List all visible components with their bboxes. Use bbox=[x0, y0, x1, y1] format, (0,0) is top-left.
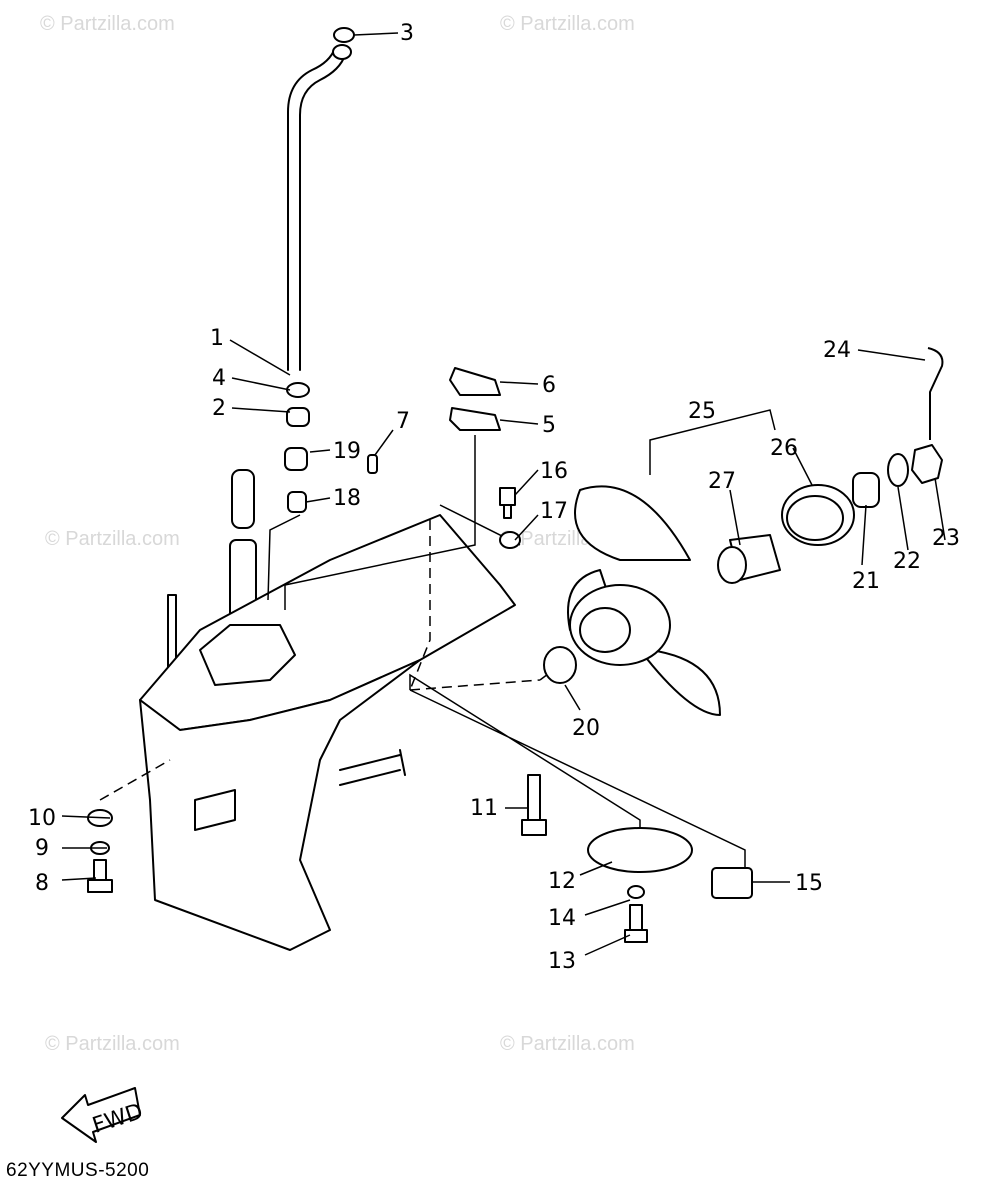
callout-18[interactable]: 18 bbox=[333, 486, 361, 511]
spacer-26-inner bbox=[786, 495, 844, 541]
anode-5 bbox=[449, 407, 501, 431]
diagram-code: 62YYMUS-5200 bbox=[6, 1160, 150, 1181]
watermark: © Partzilla.com bbox=[45, 1033, 180, 1055]
dash-lines bbox=[99, 520, 561, 801]
callout-25[interactable]: 25 bbox=[688, 399, 716, 424]
trim-tab-12 bbox=[587, 827, 693, 873]
watermark: © Partzilla.com bbox=[500, 13, 635, 35]
callout-labels: 1 2 3 4 5 6 7 8 9 10 11 12 13 14 15 16 1… bbox=[28, 21, 960, 974]
callout-13[interactable]: 13 bbox=[548, 949, 576, 974]
grommet-3 bbox=[333, 27, 355, 43]
water-tube bbox=[287, 47, 346, 371]
cotter-pin-24 bbox=[927, 347, 944, 440]
callout-24[interactable]: 24 bbox=[823, 338, 851, 363]
dowel-pin-7 bbox=[367, 454, 378, 474]
washer-17 bbox=[499, 531, 521, 549]
propeller-blade-top bbox=[574, 485, 691, 561]
spacer-21 bbox=[852, 472, 880, 508]
watermark: © Partzilla.com bbox=[500, 1033, 635, 1055]
propeller-hub-bore bbox=[579, 607, 631, 653]
callout-9[interactable]: 9 bbox=[35, 836, 49, 861]
callout-15[interactable]: 15 bbox=[795, 871, 823, 896]
propeller-bracket bbox=[649, 409, 776, 475]
anode-6 bbox=[449, 367, 501, 396]
callout-16[interactable]: 16 bbox=[540, 459, 568, 484]
callout-4[interactable]: 4 bbox=[212, 366, 226, 391]
washer-14 bbox=[627, 885, 645, 899]
grommet-19 bbox=[284, 447, 308, 471]
callout-17[interactable]: 17 bbox=[540, 499, 568, 524]
thrust-washer-20 bbox=[543, 646, 577, 684]
callout-11[interactable]: 11 bbox=[470, 796, 498, 821]
bolt-16 bbox=[499, 487, 516, 519]
callout-2[interactable]: 2 bbox=[212, 396, 226, 421]
tube-top-cap bbox=[332, 44, 352, 60]
lower-casing bbox=[139, 514, 516, 731]
callout-22[interactable]: 22 bbox=[893, 549, 921, 574]
callout-8[interactable]: 8 bbox=[35, 871, 49, 896]
callout-5[interactable]: 5 bbox=[542, 413, 556, 438]
callout-27[interactable]: 27 bbox=[708, 469, 736, 494]
bolt-11 bbox=[521, 774, 547, 836]
propeller-blade-bottom bbox=[639, 649, 721, 716]
drive-shaft-upper bbox=[231, 469, 255, 529]
seal-4 bbox=[286, 382, 310, 398]
fwd-arrow: FWD bbox=[61, 1087, 146, 1143]
callout-leaders bbox=[61, 32, 946, 956]
watermark: © Partzilla.com bbox=[40, 13, 175, 35]
bolt-8 bbox=[87, 859, 113, 893]
callout-12[interactable]: 12 bbox=[548, 869, 576, 894]
nut-23 bbox=[911, 444, 943, 484]
callout-10[interactable]: 10 bbox=[28, 806, 56, 831]
callout-7[interactable]: 7 bbox=[396, 409, 410, 434]
callout-19[interactable]: 19 bbox=[333, 439, 361, 464]
callout-3[interactable]: 3 bbox=[400, 21, 414, 46]
leader-lines bbox=[267, 435, 746, 870]
anode-15 bbox=[711, 867, 753, 899]
washer-22 bbox=[887, 453, 909, 487]
collar-18 bbox=[287, 491, 307, 513]
grommet-2 bbox=[286, 407, 310, 427]
casing-detail bbox=[194, 624, 296, 831]
gearcase-body bbox=[139, 659, 421, 951]
callout-20[interactable]: 20 bbox=[572, 716, 600, 741]
callout-6[interactable]: 6 bbox=[542, 373, 556, 398]
propeller-shaft bbox=[339, 749, 406, 786]
bushing-27-end bbox=[717, 546, 747, 584]
watermark-layer: © Partzilla.com © Partzilla.com © Partzi… bbox=[40, 13, 635, 1055]
watermark: © Partzilla.com bbox=[45, 528, 180, 550]
callout-1[interactable]: 1 bbox=[210, 326, 224, 351]
callout-21[interactable]: 21 bbox=[852, 569, 880, 594]
callout-14[interactable]: 14 bbox=[548, 906, 576, 931]
callout-26[interactable]: 26 bbox=[770, 436, 798, 461]
callout-23[interactable]: 23 bbox=[932, 526, 960, 551]
